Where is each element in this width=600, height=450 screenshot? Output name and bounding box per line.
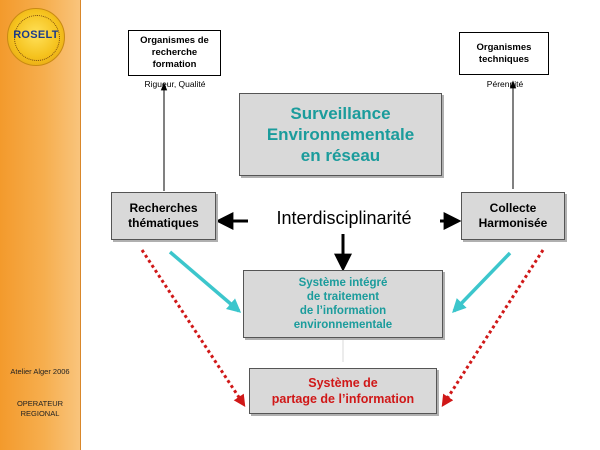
research-organisms-caption: Rigueur, Qualité bbox=[144, 79, 206, 89]
role-line1: OPERATEUR bbox=[16, 399, 64, 408]
research-organisms-box: Organismes de recherche formation bbox=[128, 30, 221, 76]
red-dotted-arrow-right bbox=[441, 249, 545, 408]
roselt-logo: ROSELT bbox=[7, 8, 65, 66]
sharing-system-line2: partage de l’information bbox=[271, 392, 415, 406]
center-title-line2: Environnementale bbox=[266, 125, 415, 144]
technical-organisms-box: Organismes techniques bbox=[459, 32, 549, 75]
cyan-arrow-left bbox=[168, 250, 242, 313]
thematic-research-line1: Recherches bbox=[129, 201, 198, 215]
integrated-system-line3: de l’information bbox=[299, 305, 387, 317]
center-title-line1: Surveillance bbox=[290, 104, 391, 123]
technical-organisms-line2: techniques bbox=[478, 53, 530, 65]
thematic-research-line2: thématiques bbox=[128, 216, 199, 230]
sidebar: ROSELT Atelier Alger 2006 OPERATEUR REGI… bbox=[0, 0, 81, 450]
logo-text: ROSELT bbox=[13, 29, 59, 41]
interdisciplinarity-label: Interdisciplinarité bbox=[248, 208, 440, 229]
integrated-system-line1: Système intégré bbox=[298, 277, 388, 289]
technical-organisms-caption: Pérennité bbox=[486, 79, 524, 89]
harmonized-collection-box: Collecte Harmonisée bbox=[461, 192, 565, 240]
information-sharing-box: Système de partage de l’information bbox=[249, 368, 437, 414]
cyan-arrow-right bbox=[452, 251, 512, 314]
integrated-system-line4: environnementale bbox=[293, 319, 393, 331]
center-title-line3: en réseau bbox=[300, 146, 381, 165]
sharing-system-line1: Système de bbox=[308, 376, 378, 390]
integrated-system-line2: de traitement bbox=[306, 291, 380, 303]
technical-organisms-line1: Organismes bbox=[476, 41, 532, 53]
environmental-surveillance-box: Surveillance Environnementale en réseau bbox=[239, 93, 442, 176]
harmonized-collection-line2: Harmonisée bbox=[478, 216, 548, 230]
role-line2: REGIONAL bbox=[20, 409, 60, 418]
integrated-system-box: Système intégré de traitement de l’infor… bbox=[243, 270, 443, 338]
research-organisms-line1: Organismes de bbox=[140, 35, 209, 46]
logo-ring bbox=[14, 15, 60, 61]
thematic-research-box: Recherches thématiques bbox=[111, 192, 216, 240]
event-label: Atelier Alger 2006 bbox=[10, 367, 70, 376]
harmonized-collection-line1: Collecte bbox=[489, 201, 537, 215]
research-organisms-line3: formation bbox=[152, 59, 197, 70]
research-organisms-line2: recherche bbox=[151, 47, 198, 58]
red-dotted-arrow-left bbox=[140, 249, 246, 408]
